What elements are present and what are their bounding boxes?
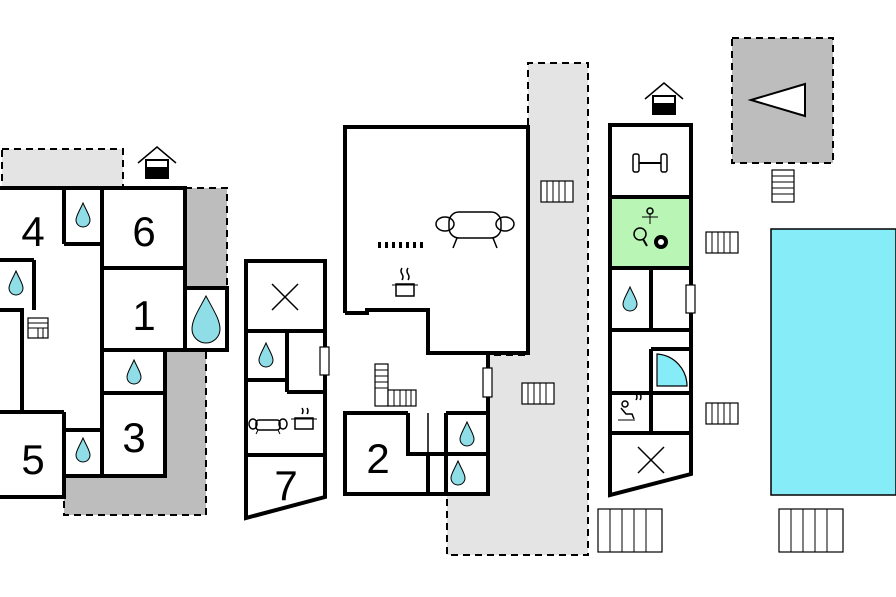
room-label-5: 5 bbox=[21, 436, 44, 483]
room-label-1: 1 bbox=[132, 292, 155, 339]
water-drop-icon bbox=[75, 201, 91, 228]
shower-corner-icon bbox=[656, 353, 688, 387]
compass-north-arrow-icon bbox=[747, 82, 806, 118]
terrace-right bbox=[184, 187, 228, 289]
terrace-steps bbox=[521, 180, 574, 405]
water-drop-icon bbox=[191, 294, 221, 344]
water-drop-icon bbox=[459, 420, 475, 447]
stairs-icon bbox=[27, 317, 49, 339]
building-a-floor bbox=[0, 188, 227, 497]
water-drop-icon bbox=[126, 358, 142, 385]
terrace-steps bbox=[771, 169, 795, 203]
window-icon bbox=[685, 284, 696, 314]
building-d bbox=[597, 82, 739, 553]
building-b: 7 bbox=[244, 259, 330, 521]
cooking-pot-icon bbox=[392, 267, 418, 297]
water-drop-icon bbox=[258, 341, 274, 368]
room-label-2: 2 bbox=[366, 435, 389, 482]
stairs-icon bbox=[374, 363, 417, 407]
house-entrance-icon bbox=[644, 82, 684, 115]
house-entrance-icon bbox=[137, 146, 177, 179]
sofa-icon bbox=[248, 418, 288, 435]
window-icon bbox=[319, 346, 330, 376]
building-a: 4 6 1 3 5 bbox=[0, 146, 229, 516]
water-drop-icon bbox=[450, 459, 466, 486]
outdoor-area bbox=[731, 37, 896, 553]
table-tennis-icon bbox=[633, 227, 648, 247]
bed-cross-icon bbox=[637, 446, 665, 474]
room-label-7: 7 bbox=[274, 462, 297, 509]
room-label-3: 3 bbox=[122, 414, 145, 461]
bed-cross-icon bbox=[271, 283, 299, 311]
sauna-icon bbox=[618, 393, 642, 421]
building-c: 2 bbox=[343, 62, 589, 556]
terrace-steps bbox=[597, 231, 739, 553]
terrace-top bbox=[1, 148, 124, 189]
window-icon bbox=[482, 367, 493, 398]
sofa-icon bbox=[435, 211, 515, 249]
swimming-pool bbox=[770, 228, 896, 496]
game-room bbox=[612, 197, 689, 268]
water-drop-icon bbox=[622, 285, 638, 312]
foosball-icon bbox=[642, 207, 658, 224]
water-drop-icon bbox=[75, 436, 91, 463]
dumbbell-icon bbox=[632, 153, 668, 173]
pool-steps bbox=[778, 508, 844, 553]
billiard-ball-icon bbox=[654, 235, 668, 249]
water-drop-icon bbox=[8, 269, 24, 296]
room-label-6: 6 bbox=[132, 208, 155, 255]
cooking-pot-icon bbox=[291, 407, 317, 430]
room-label-4: 4 bbox=[21, 208, 44, 255]
